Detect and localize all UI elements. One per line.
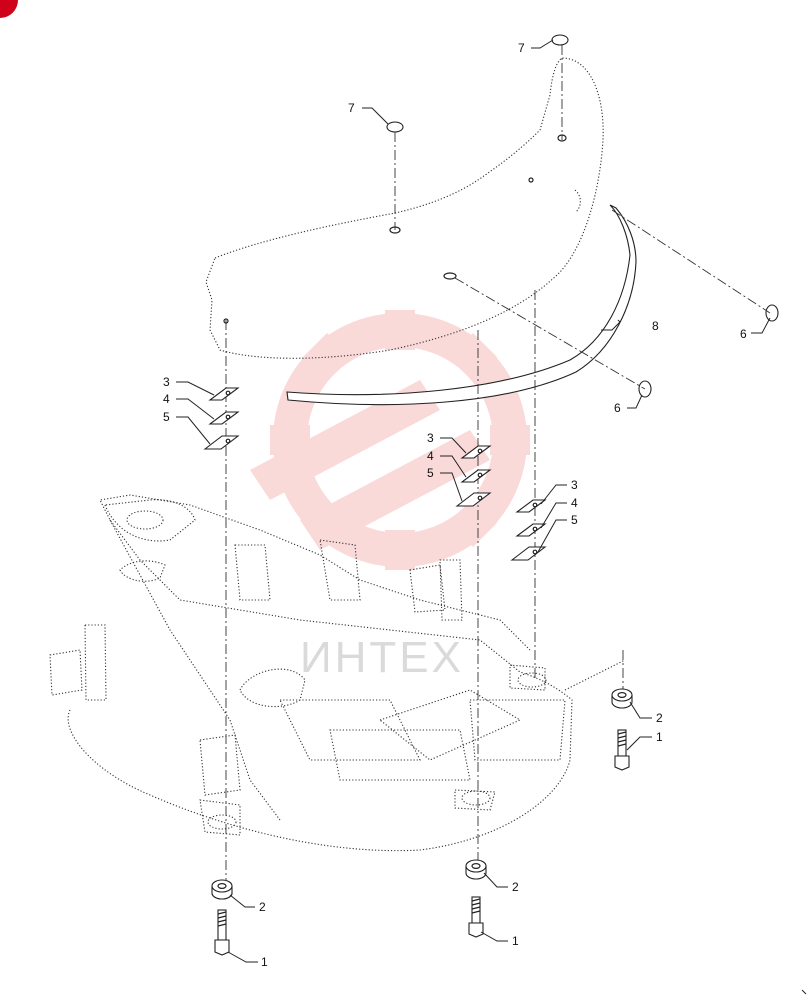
cap-7-mid (386, 121, 404, 133)
callout-1a: 1 (261, 955, 268, 969)
callout-2b: 2 (512, 880, 519, 894)
upper-frame-outline (49, 494, 626, 852)
rubber-seal-strip (286, 204, 637, 406)
callout-4a: 4 (163, 392, 170, 406)
callout-7b: 7 (348, 101, 355, 115)
callout-2c: 2 (656, 711, 663, 725)
watermark-text: ИНТЕХ (300, 633, 464, 682)
page-corner-mark (801, 989, 807, 995)
shim-stack-left (203, 387, 240, 450)
callout-4b: 4 (427, 449, 434, 463)
bolt-right (614, 729, 630, 771)
bolt-center (468, 896, 484, 938)
watermark-gear-logo (250, 310, 530, 570)
callout-3a: 3 (163, 375, 170, 389)
corner-brand-mark (0, 0, 18, 18)
washer-center (465, 859, 487, 880)
callout-3b: 3 (427, 431, 434, 445)
callout-4c: 4 (571, 496, 578, 510)
callout-6b: 6 (614, 401, 621, 415)
cap-7-top (551, 34, 569, 46)
callout-1b: 1 (512, 934, 519, 948)
callout-5a: 5 (163, 410, 170, 424)
callout-8: 8 (652, 319, 659, 333)
callout-2a: 2 (259, 900, 266, 914)
callout-1c: 1 (656, 730, 663, 744)
bolt-left (214, 909, 230, 956)
callout-7a: 7 (518, 41, 525, 55)
shim-stack-center (455, 445, 492, 507)
shim-stack-right (510, 499, 547, 561)
washer-right (611, 688, 633, 709)
callout-6a: 6 (740, 327, 747, 341)
washer-left (211, 879, 233, 900)
callout-5b: 5 (427, 466, 434, 480)
callout-labels: 7 7 8 6 6 3 4 5 3 4 5 3 4 5 2 1 2 1 2 1 (163, 41, 747, 969)
callout-leader-lines (176, 39, 771, 963)
callout-3c: 3 (571, 478, 578, 492)
callout-5c: 5 (571, 513, 578, 527)
cap-6-right (765, 304, 779, 322)
